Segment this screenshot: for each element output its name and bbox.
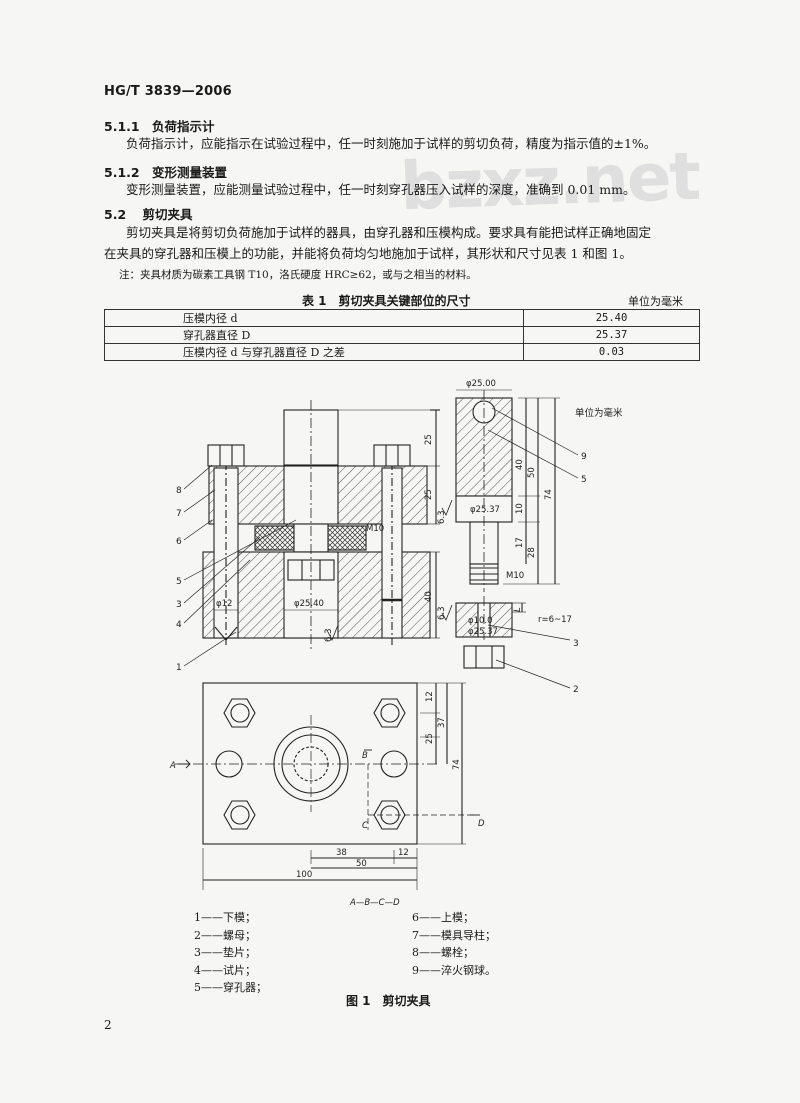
dim-text: φ10.0 xyxy=(468,616,493,626)
leader-number: 6 xyxy=(176,537,182,547)
section-5-2-line1: 剪切夹具是将剪切负荷施加于试样的器具，由穿孔器和压模构成。要求具有能把试样正确地… xyxy=(126,225,652,240)
leader-number: 3 xyxy=(176,600,182,610)
table-cell-value: 0.03 xyxy=(523,343,700,361)
dim-text: 28 xyxy=(527,547,537,558)
dim-text: 17 xyxy=(515,537,525,548)
legend-item: 9——淬火钢球。 xyxy=(412,963,496,977)
dim-text: 74 xyxy=(544,489,554,500)
section-5-2-heading: 5.2 剪切夹具 xyxy=(104,204,193,223)
dim-text: 10 xyxy=(515,503,525,514)
section-marker: A xyxy=(169,761,176,771)
legend-item: 8——螺栓； xyxy=(412,946,474,959)
section-marker: C xyxy=(362,821,368,831)
dim-text: M10 xyxy=(366,524,384,534)
dim-text: 50 xyxy=(527,467,537,478)
legend-item: 3——垫片； xyxy=(194,946,256,959)
dim-text: 40 xyxy=(424,591,434,602)
section-5-1-2-text: 变形测量装置，应能测量试验过程中，任一时刻穿孔器压入试样的深度，准确到 0.01… xyxy=(126,182,636,197)
dim-text: 25 xyxy=(424,434,434,445)
section-title: 负荷指示计 xyxy=(151,119,215,134)
section-5-1-2-heading: 5.1.2 变形测量装置 xyxy=(104,162,227,181)
leader-number: 2 xyxy=(573,685,579,695)
leader-number: 1 xyxy=(176,663,182,673)
section-marker: B xyxy=(362,751,368,761)
leader-number: 9 xyxy=(581,452,587,462)
dim-text: 38 xyxy=(336,848,347,858)
dim-text: 6.3 xyxy=(324,628,334,642)
legend-left: 1——下模； 2——螺母； 3——垫片； 4——试片； 5——穿孔器； xyxy=(194,909,267,997)
dim-text: 25 xyxy=(424,489,434,500)
table-row: 压模内径 d 与穿孔器直径 D 之差 0.03 xyxy=(104,343,700,361)
dim-text: φ25.37 xyxy=(470,505,500,515)
section-marker: D xyxy=(478,819,485,829)
dim-text: M10 xyxy=(506,571,524,581)
front-section-view xyxy=(202,400,440,650)
section-title: 变形测量装置 xyxy=(151,165,227,180)
dim-text: 12 xyxy=(398,848,409,858)
dim-text: φ12 xyxy=(216,599,232,609)
dim-text: 12 xyxy=(425,691,435,702)
dim-text: 6.3 xyxy=(437,510,447,524)
table-cell-value: 25.37 xyxy=(523,326,700,344)
leader-lines xyxy=(183,407,579,689)
section-number: 5.1.2 xyxy=(104,165,140,180)
page-number: 2 xyxy=(104,1018,112,1032)
section-number: 5.2 xyxy=(104,207,127,222)
plan-view xyxy=(175,682,480,890)
dim-text: 37 xyxy=(437,717,447,728)
figure-unit: 单位为毫米 xyxy=(575,407,623,419)
leader-number: 5 xyxy=(581,475,587,485)
dim-text: 40 xyxy=(515,459,525,470)
dim-text: 6.3 xyxy=(437,606,447,620)
dim-text: L xyxy=(513,607,523,612)
dim-text: 25 xyxy=(425,733,435,744)
section-5-2-line2: 在夹具的穿孔器和压模上的功能，并能将负荷均匀地施加于试样，其形状和尺寸见表 1 … xyxy=(104,246,632,261)
dim-text: 74 xyxy=(452,759,462,770)
leader-number: 8 xyxy=(176,486,182,496)
leader-number: 4 xyxy=(176,620,182,630)
leader-number: 7 xyxy=(176,509,182,519)
leader-number: 3 xyxy=(573,639,579,649)
dim-text: φ25.37 xyxy=(468,627,498,637)
legend-item: 5——穿孔器； xyxy=(194,981,267,994)
table-cell-label: 压模内径 d 与穿孔器直径 D 之差 xyxy=(104,343,524,361)
material-note: 注：夹具材质为碳素工具钢 T10，洛氏硬度 HRC≥62，或与之相当的材料。 xyxy=(119,269,477,281)
dim-text: 100 xyxy=(296,870,312,880)
dimensions-table: 压模内径 d 25.40 穿孔器直径 D 25.37 压模内径 d 与穿孔器直径… xyxy=(104,309,700,361)
figure-caption: 图 1 剪切夹具 xyxy=(346,994,431,1008)
table-unit: 单位为毫米 xyxy=(628,295,683,308)
section-label: A—B—C—D xyxy=(349,898,400,908)
legend-item: 7——模具导柱； xyxy=(412,928,496,942)
legend-item: 2——螺母； xyxy=(194,928,256,942)
leader-number: 5 xyxy=(176,577,182,587)
legend-item: 6——上模； xyxy=(412,911,474,924)
punch-detail-view xyxy=(455,389,560,592)
dim-text: φ25.40 xyxy=(294,599,324,609)
section-title: 剪切夹具 xyxy=(142,207,193,222)
dim-text: 50 xyxy=(356,859,367,869)
dim-text: r=6~17 xyxy=(538,615,572,625)
standard-number: HG/T 3839—2006 xyxy=(104,84,232,99)
roughness-symbols xyxy=(327,499,453,641)
legend-item: 4——试片； xyxy=(194,963,256,977)
legend-item: 1——下模； xyxy=(194,911,256,924)
section-5-1-1-heading: 5.1.1 负荷指示计 xyxy=(104,116,214,135)
section-5-1-1-text: 负荷指示计，应能指示在试验过程中，任一时刻施加于试样的剪切负荷，精度为指示值的±… xyxy=(126,136,657,151)
table-title: 表 1 剪切夹具关键部位的尺寸 xyxy=(302,294,471,308)
legend-right: 6——上模； 7——模具导柱； 8——螺栓； 9——淬火钢球。 xyxy=(412,909,496,979)
dim-text: φ25.00 xyxy=(466,379,496,389)
section-number: 5.1.1 xyxy=(104,119,140,134)
